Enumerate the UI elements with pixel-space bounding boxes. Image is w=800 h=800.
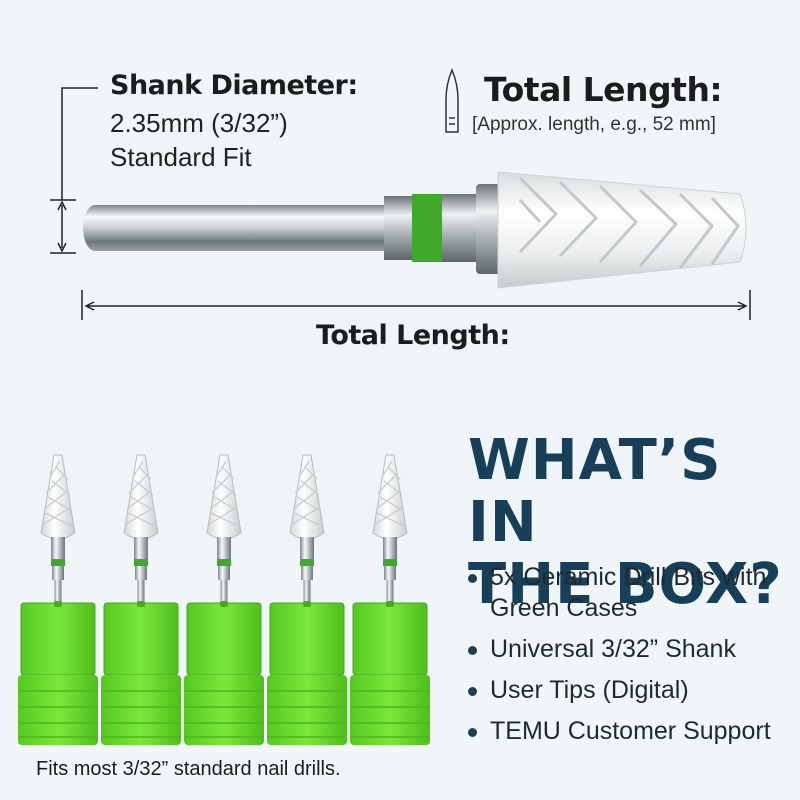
total-length-marker [81, 290, 751, 320]
shank-diameter-title: Shank Diameter: [110, 70, 358, 101]
bit-case-1 [40, 454, 76, 607]
drill-bit-shank [92, 205, 394, 251]
bit-case-3 [206, 454, 242, 607]
heading-line-1: WHAT’S IN [468, 428, 722, 555]
heading-line-2: THE BOX? [468, 552, 783, 617]
list-item: 5x Ceramic Drill Bits with Green Cases [466, 562, 796, 624]
bit-case-5 [372, 454, 408, 607]
list-item: User Tips (Digital) [466, 675, 796, 706]
list-item: TEMU Customer Support [466, 716, 796, 747]
bit-case-4 [289, 454, 325, 607]
whats-in-the-box-heading: WHAT’S IN THE BOX? [468, 430, 800, 616]
bit-case-2 [123, 454, 159, 607]
shank-diameter-size: 2.35mm (3/32”) [110, 108, 288, 138]
shank-diameter-marker [50, 87, 98, 254]
total-length-title: Total Length: [484, 70, 723, 109]
bit-case-set [17, 454, 431, 746]
compatibility-note: Fits most 3/32” standard nail drills. [36, 758, 341, 780]
drill-bit-ceramic-head [497, 171, 747, 289]
drill-bit-outline-icon [445, 68, 459, 133]
total-length-label: Total Length: [316, 320, 510, 351]
box-contents-list: 5x Ceramic Drill Bits with Green Cases U… [466, 562, 796, 757]
drill-bit-large [83, 171, 747, 289]
drill-bit-collar [384, 196, 412, 260]
drill-bit-green-band [412, 194, 442, 262]
total-length-approx: [Approx. length, e.g., 52 mm] [472, 114, 716, 135]
shank-fit-label: Standard Fit [110, 142, 252, 172]
list-item: Universal 3/32” Shank [466, 634, 796, 665]
